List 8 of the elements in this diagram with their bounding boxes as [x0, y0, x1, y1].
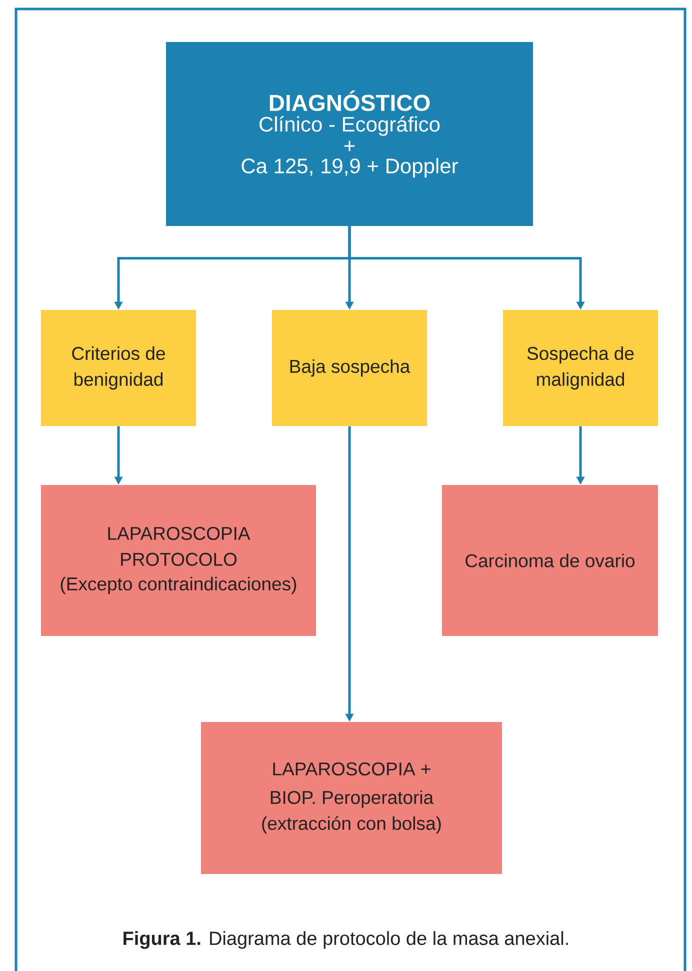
diagnosis-box: DIAGNÓSTICO Clínico - Ecográfico + Ca 125, 19,9 + Doppler [166, 42, 533, 226]
category-box: Baja sospecha [272, 310, 427, 426]
procedure-box: LAPAROSCOPIA PROTOCOLO (Excepto contraindicaciones) [41, 485, 316, 636]
category-box: Sospecha de malignidad [503, 310, 658, 426]
procedure-box: LAPAROSCOPIA + BIOP. Peroperatoria (extracción con bolsa) [201, 722, 502, 874]
figure-caption: Figura 1. Diagrama de protocolo de la masa anexial. [124, 931, 568, 949]
category-box: Criterios de benignidad [41, 310, 196, 426]
outcome-box: Carcinoma de ovario [442, 485, 658, 636]
